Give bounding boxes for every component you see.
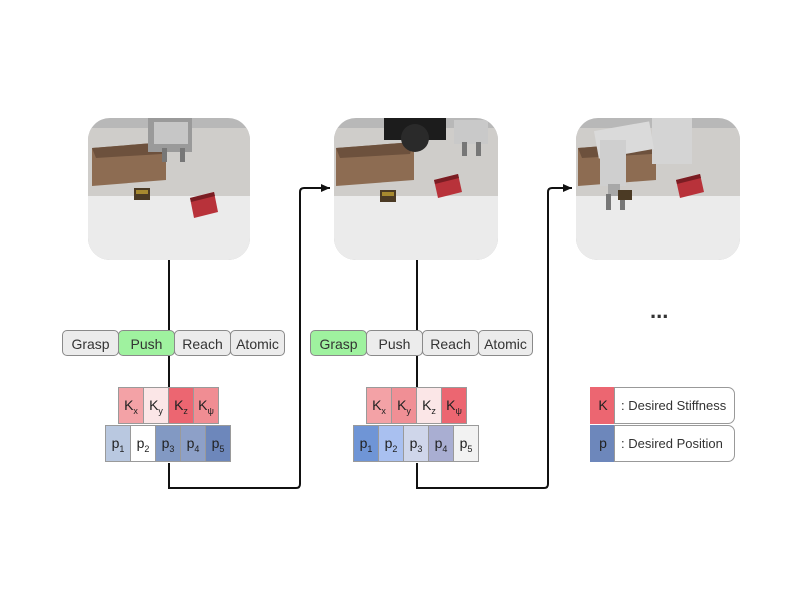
stiffness-cell: Ky <box>391 387 417 424</box>
position-cell: p1 <box>353 425 379 462</box>
legend-position-label: : Desired Position <box>614 425 735 462</box>
position-cell: p5 <box>205 425 231 462</box>
primitive-grasp-1[interactable]: Grasp <box>62 330 119 356</box>
scene-image-1 <box>88 118 250 260</box>
stiffness-cell: Kx <box>118 387 144 424</box>
primitive-grasp-2[interactable]: Grasp <box>310 330 367 356</box>
position-cell: p1 <box>105 425 131 462</box>
scene-image-3 <box>576 118 740 260</box>
stiffness-cell: Kz <box>168 387 194 424</box>
stiffness-cell: Kx <box>366 387 392 424</box>
primitive-atomic-1[interactable]: Atomic <box>230 330 285 356</box>
continuation-ellipsis: ... <box>650 298 669 323</box>
position-cell: p2 <box>130 425 156 462</box>
primitive-push-1[interactable]: Push <box>118 330 175 356</box>
stiffness-cell: Ky <box>143 387 169 424</box>
position-cell: p3 <box>155 425 181 462</box>
primitive-reach-2[interactable]: Reach <box>422 330 479 356</box>
legend-stiffness: K : Desired Stiffness <box>590 387 735 424</box>
legend-stiffness-label: : Desired Stiffness <box>614 387 735 424</box>
stiffness-cell: Kψ <box>441 387 467 424</box>
position-cell: p2 <box>378 425 404 462</box>
legend-position-swatch: p <box>590 425 616 462</box>
scene-image-2 <box>334 118 498 260</box>
position-cell: p4 <box>180 425 206 462</box>
stiffness-cell: Kz <box>416 387 442 424</box>
position-cell: p5 <box>453 425 479 462</box>
arrow-1-to-2 <box>168 184 330 489</box>
position-cell: p4 <box>428 425 454 462</box>
arrow-2-to-3 <box>416 184 572 489</box>
primitive-push-2[interactable]: Push <box>366 330 423 356</box>
legend-stiffness-swatch: K <box>590 387 616 424</box>
primitive-atomic-2[interactable]: Atomic <box>478 330 533 356</box>
stiffness-cell: Kψ <box>193 387 219 424</box>
primitive-reach-1[interactable]: Reach <box>174 330 231 356</box>
legend-position: p : Desired Position <box>590 425 735 462</box>
position-cell: p3 <box>403 425 429 462</box>
